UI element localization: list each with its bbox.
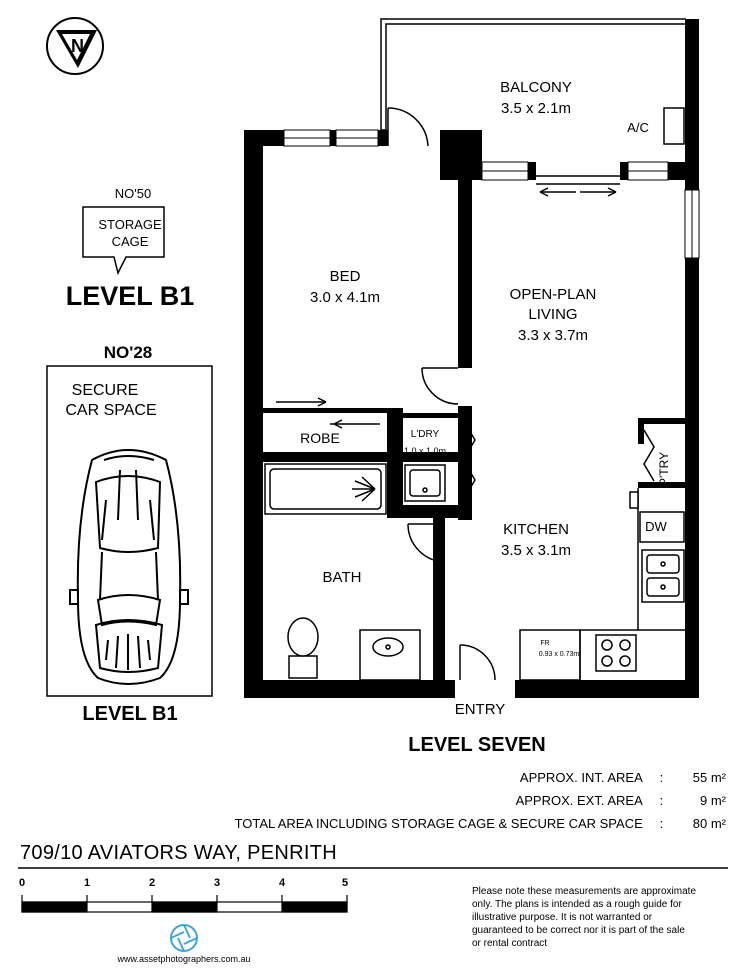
ac-unit xyxy=(663,107,685,145)
disclaimer-line: only. The plans is intended as a rough g… xyxy=(472,899,682,910)
scale-tick: 4 xyxy=(278,877,286,889)
bath-label: BATH xyxy=(322,569,362,586)
area-label: APPROX. INT. AREA xyxy=(519,770,643,785)
doors xyxy=(387,107,655,681)
scale-bar xyxy=(21,895,348,913)
north-arrow-icon: N xyxy=(46,17,104,75)
address: 709/10 AVIATORS WAY, PENRITH xyxy=(20,842,338,864)
walls xyxy=(244,19,699,698)
robe-sliding-arrows xyxy=(268,397,380,429)
ac-label: A/C xyxy=(627,120,649,135)
disclaimer-line: guaranteed to be correct nor it is part … xyxy=(472,925,685,936)
disclaimer-line: illustrative purpose. It is not warrante… xyxy=(472,912,653,923)
balcony-name: BALCONY xyxy=(500,79,572,96)
bathtub xyxy=(264,463,387,515)
toilet xyxy=(287,617,319,679)
website-link[interactable]: www.assetphotographers.com.au xyxy=(117,954,251,964)
fridge-name: FR xyxy=(540,640,550,647)
area-row-external: APPROX. EXT. AREA : 9 m² xyxy=(516,793,726,808)
svg-text:N: N xyxy=(71,36,84,56)
kitchen-dims: 3.5 x 3.1m xyxy=(500,542,572,559)
laundry-name: L'DRY xyxy=(410,429,440,440)
scale-tick: 5 xyxy=(341,877,349,889)
car-space-box xyxy=(46,365,213,697)
storage-number: NO'50 xyxy=(114,186,152,201)
scale-tick: 0 xyxy=(18,877,26,889)
area-value: 80 m² xyxy=(692,816,726,831)
area-separator: : xyxy=(659,770,664,785)
bed-name: BED xyxy=(329,268,361,285)
level-title: LEVEL SEVEN xyxy=(408,734,546,756)
kitchen-fittings xyxy=(519,488,685,681)
living-name-line1: OPEN-PLAN xyxy=(509,286,597,303)
car-icon xyxy=(69,449,189,685)
disclaimer-line: Please note these measurements are appro… xyxy=(472,886,697,897)
aperture-logo-icon xyxy=(170,924,198,952)
storage-line2: CAGE xyxy=(111,234,149,249)
dishwasher-label: DW xyxy=(645,519,667,534)
living-dims: 3.3 x 3.7m xyxy=(517,327,589,344)
living-name-line2: LIVING xyxy=(528,306,578,323)
scale-tick: 3 xyxy=(213,877,221,889)
area-row-total: TOTAL AREA INCLUDING STORAGE CAGE & SECU… xyxy=(235,816,726,831)
robe-label: ROBE xyxy=(300,430,340,446)
laundry-dims: 1.0 x 1.0m xyxy=(403,446,447,456)
disclaimer-line: or rental contract xyxy=(472,938,548,949)
area-value: 55 m² xyxy=(692,770,726,785)
balcony-dims: 3.5 x 2.1m xyxy=(500,100,572,117)
sliding-door xyxy=(536,175,620,197)
scale-tick: 1 xyxy=(83,877,91,889)
area-row-internal: APPROX. INT. AREA : 55 m² xyxy=(520,770,726,785)
storage-cage-box xyxy=(82,206,165,276)
area-label: TOTAL AREA INCLUDING STORAGE CAGE & SECU… xyxy=(234,816,643,831)
laundry-tub xyxy=(404,464,446,502)
parking-number: NO'28 xyxy=(103,343,153,362)
kitchen-name: KITCHEN xyxy=(503,521,569,538)
parking-line2: CAR SPACE xyxy=(65,402,157,419)
entry-label: ENTRY xyxy=(454,701,506,718)
storage-line1: STORAGE xyxy=(98,217,162,232)
area-separator: : xyxy=(659,793,664,808)
storage-level: LEVEL B1 xyxy=(65,281,195,311)
area-value: 9 m² xyxy=(700,793,726,808)
fridge-dims: 0.93 x 0.73m xyxy=(538,651,580,658)
windows xyxy=(283,129,700,259)
scale-tick: 2 xyxy=(148,877,156,889)
vanity xyxy=(359,629,421,681)
bed-dims: 3.0 x 4.1m xyxy=(309,289,381,306)
pantry-label: P'TRY xyxy=(657,451,671,486)
area-label: APPROX. EXT. AREA xyxy=(515,793,643,808)
parking-line1: SECURE xyxy=(71,382,139,399)
area-separator: : xyxy=(659,816,664,831)
parking-level: LEVEL B1 xyxy=(82,703,178,725)
